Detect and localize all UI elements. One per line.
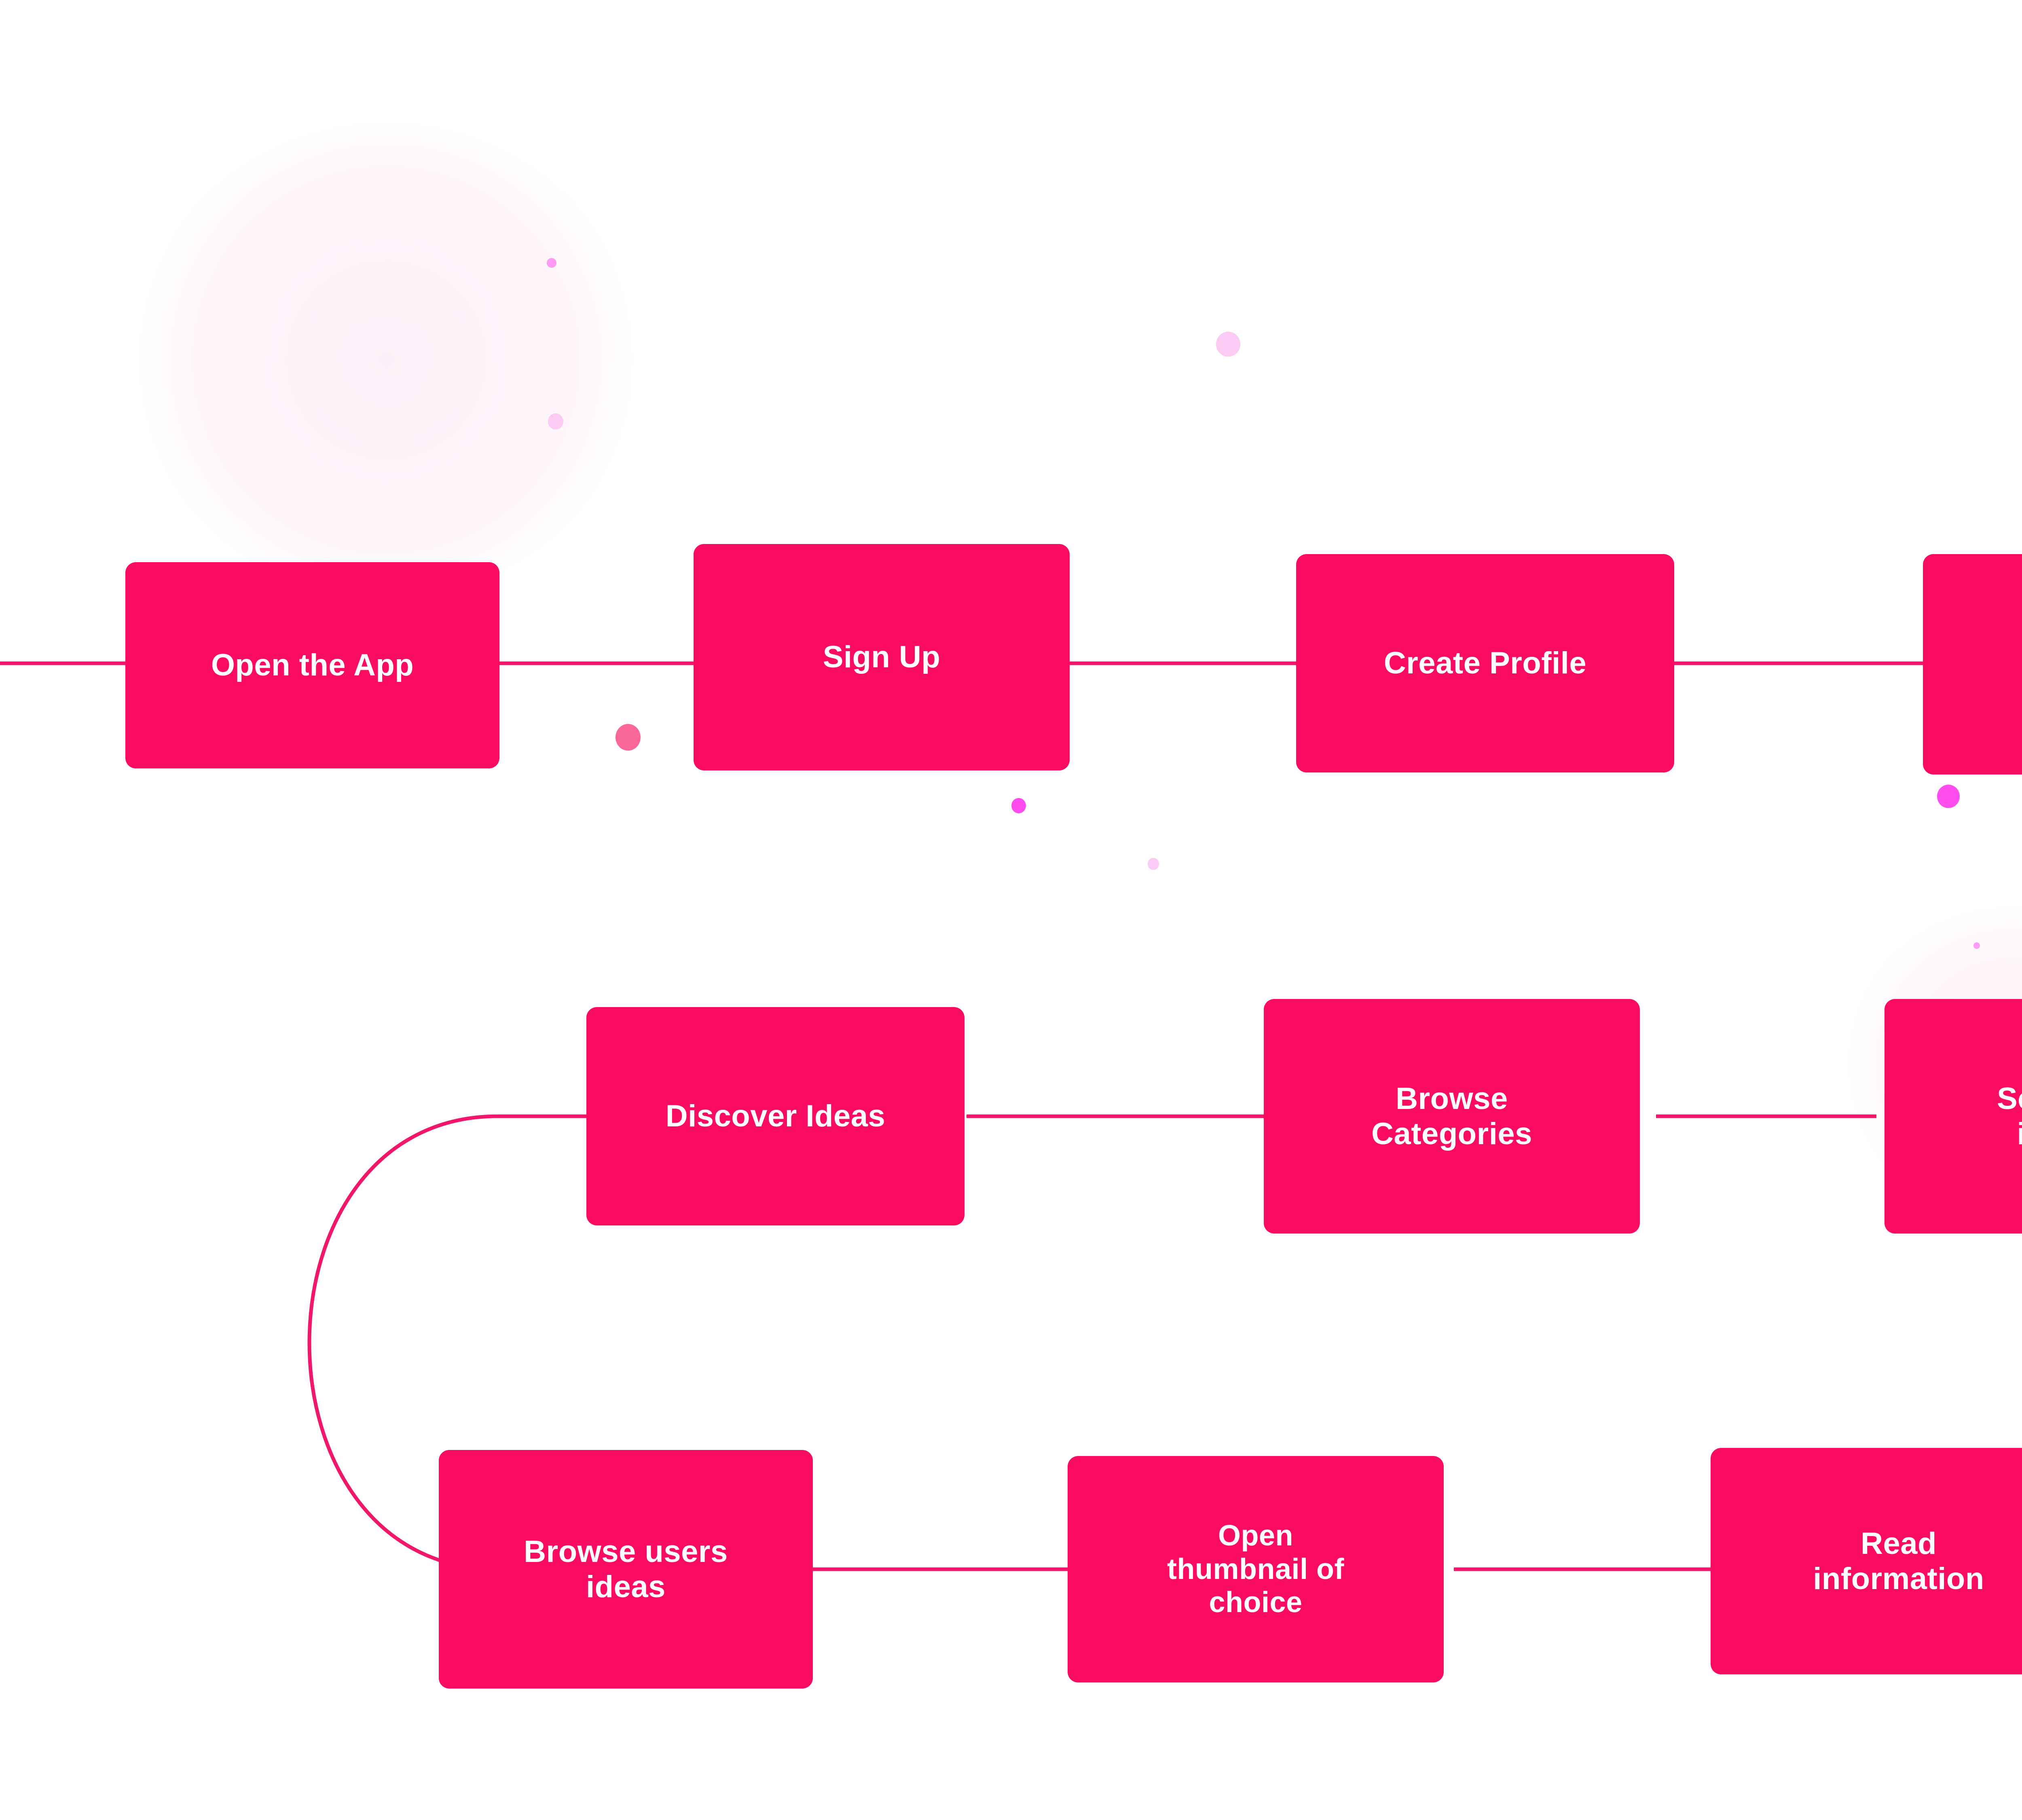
decorative-dot xyxy=(1148,858,1159,870)
flow-node-browse-users-ideas[interactable]: Browse users ideas xyxy=(439,1450,813,1689)
flow-node-open-the-app[interactable]: Open the App xyxy=(125,562,499,768)
decorative-dot xyxy=(1216,332,1240,357)
flow-node-label: Open the App xyxy=(211,648,414,683)
flow-node-label: Sign Up xyxy=(823,640,941,675)
flow-node-label: Read information xyxy=(1813,1526,1984,1596)
wire-discover-ideas-to-browse-users-ideas xyxy=(307,1114,588,1571)
flow-node-open-thumbnail-of-choice[interactable]: Open thumbnail of choice xyxy=(1068,1456,1444,1682)
flow-node-label: Browse Categories xyxy=(1371,1081,1532,1151)
flow-node-create-profile[interactable]: Create Profile xyxy=(1296,554,1674,772)
flow-node-label: Select the images xyxy=(1997,1081,2022,1151)
flow-node-label: Discover Ideas xyxy=(665,1099,886,1134)
decorative-dot xyxy=(548,413,563,430)
decorative-dot xyxy=(1011,798,1026,813)
flow-node-sign-up[interactable]: Sign Up xyxy=(694,544,1070,770)
flow-node-label: Browse users ideas xyxy=(524,1534,728,1604)
decorative-dot xyxy=(615,724,641,751)
flow-node-read-information[interactable]: Read information xyxy=(1711,1448,2022,1674)
decorative-dot xyxy=(1937,785,1960,808)
flow-node-label: Create Profile xyxy=(1383,646,1587,681)
flow-node-home-page[interactable]: Home Page xyxy=(1923,554,2022,775)
flow-node-label: Open thumbnail of choice xyxy=(1167,1519,1344,1619)
flow-node-select-the-images[interactable]: Select the images xyxy=(1885,999,2022,1234)
decorative-dot xyxy=(1973,942,1980,949)
flow-node-discover-ideas[interactable]: Discover Ideas xyxy=(586,1007,964,1225)
flow-node-browse-categories[interactable]: Browse Categories xyxy=(1264,999,1640,1234)
decorative-dot xyxy=(547,258,556,268)
